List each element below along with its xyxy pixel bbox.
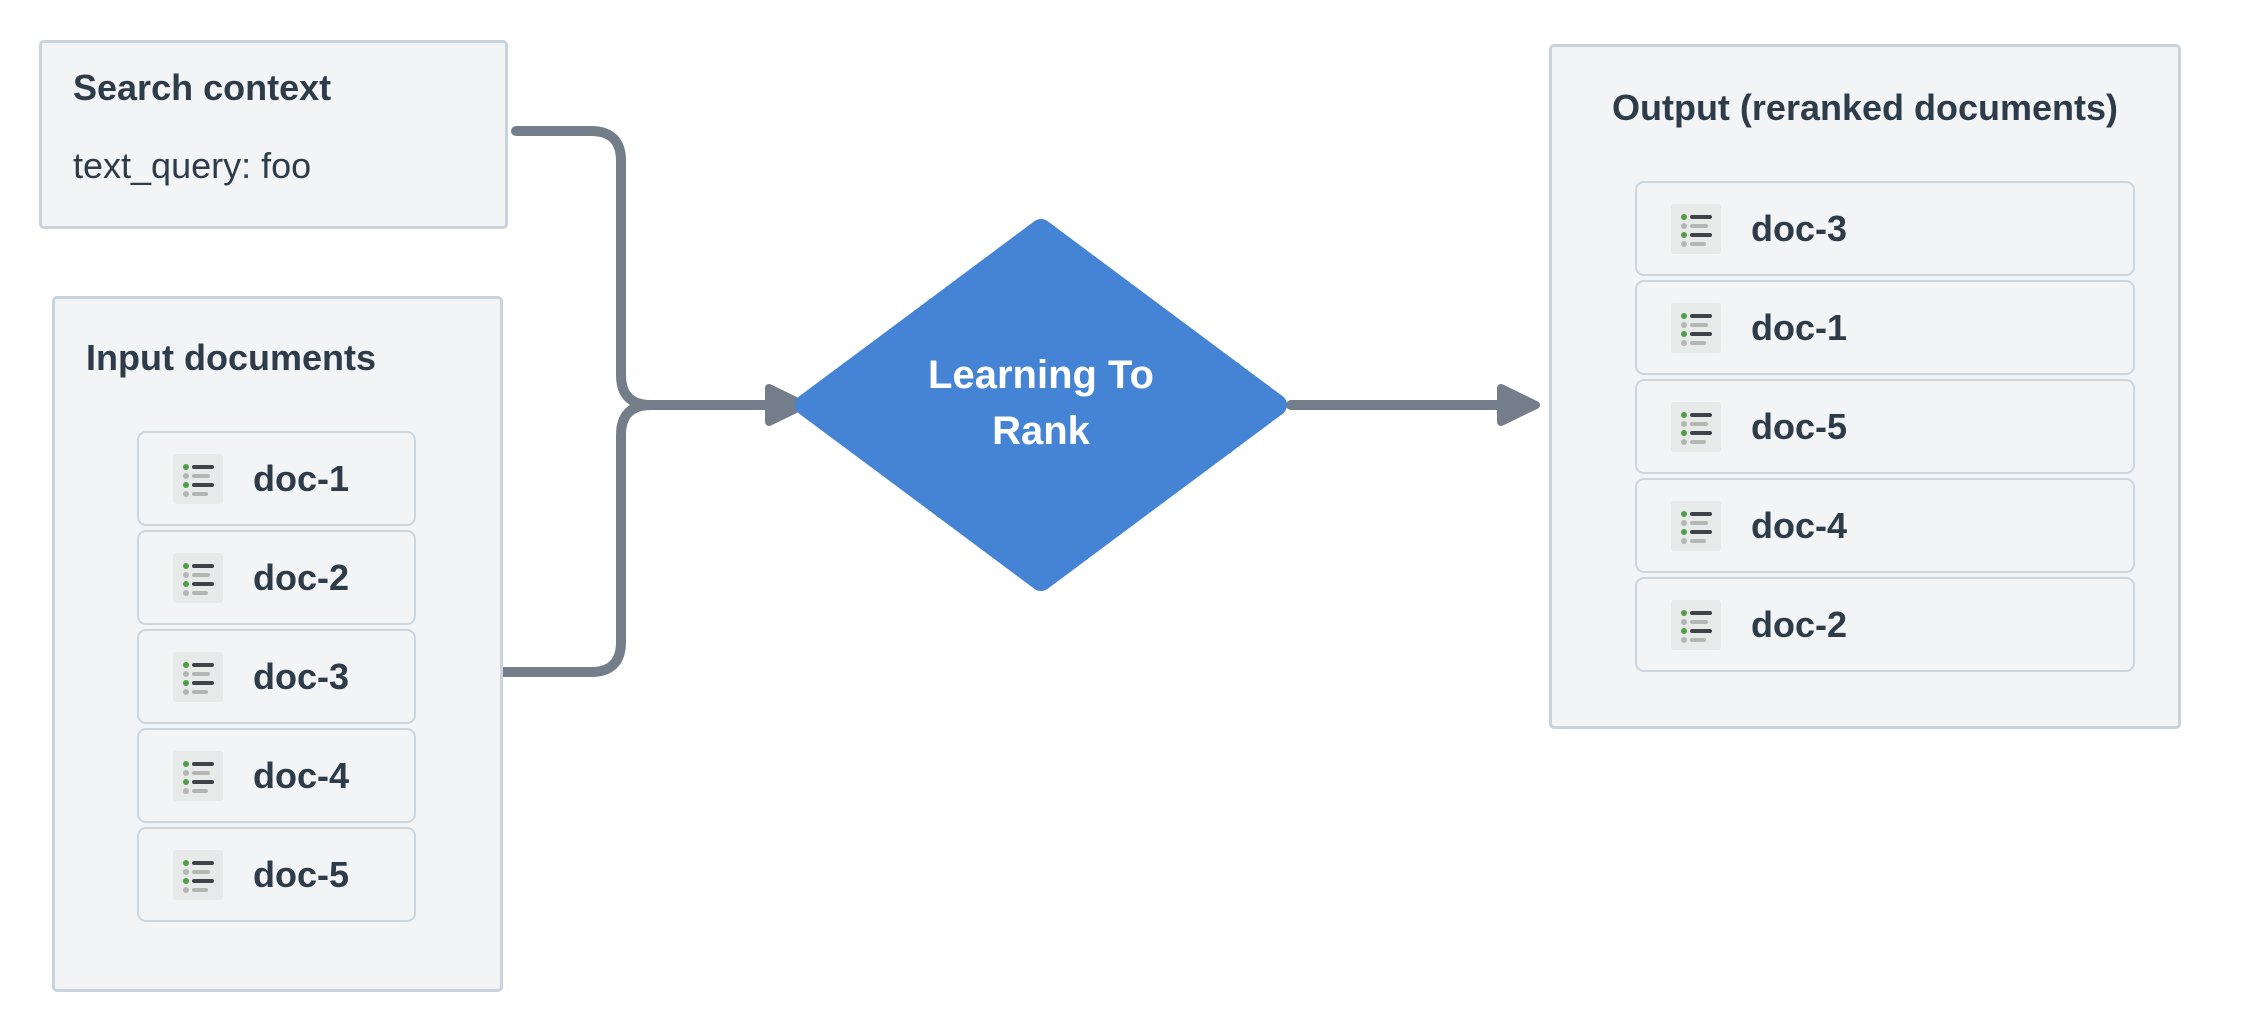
ltr-label-line1: Learning To bbox=[928, 353, 1154, 397]
doc-item: doc-5 bbox=[137, 827, 416, 922]
bulleted-list-icon bbox=[1671, 203, 1721, 254]
bulleted-list-icon bbox=[173, 849, 223, 900]
bulleted-list-icon bbox=[1671, 599, 1721, 650]
bulleted-list-icon bbox=[173, 552, 223, 603]
doc-label: doc-4 bbox=[1751, 504, 1848, 546]
search-context-title: Search context bbox=[73, 67, 332, 108]
output-arrowhead-icon bbox=[1497, 384, 1540, 426]
input-documents-title: Input documents bbox=[86, 337, 376, 378]
output-documents-list: doc-3 bbox=[1635, 181, 2135, 672]
output-documents-node: Output (reranked documents) bbox=[1549, 44, 2181, 729]
merge-arrowhead-icon bbox=[765, 384, 808, 426]
ltr-diamond-shape bbox=[795, 219, 1287, 591]
ltr-label-line2: Rank bbox=[992, 409, 1090, 453]
doc-label: doc-5 bbox=[253, 853, 350, 895]
bulleted-list-icon bbox=[173, 750, 223, 801]
input-documents-connector-path bbox=[499, 400, 656, 677]
bulleted-list-icon bbox=[1671, 500, 1721, 551]
doc-item: doc-3 bbox=[1635, 181, 2135, 276]
doc-item: doc-2 bbox=[137, 530, 416, 625]
output-documents-title: Output (reranked documents) bbox=[1611, 87, 2119, 128]
search-context-connector-path bbox=[511, 126, 656, 410]
doc-item: doc-1 bbox=[137, 431, 416, 526]
bulleted-list-icon bbox=[173, 651, 223, 702]
search-context-query: text_query: foo bbox=[73, 145, 312, 186]
bulleted-list-icon bbox=[1671, 401, 1721, 452]
doc-label: doc-2 bbox=[1751, 603, 1848, 645]
doc-item: doc-5 bbox=[1635, 379, 2135, 474]
bulleted-list-icon bbox=[173, 453, 223, 504]
doc-label: doc-2 bbox=[253, 556, 350, 598]
search-context-node: Search context text_query: foo bbox=[39, 40, 508, 229]
doc-label: doc-3 bbox=[1751, 207, 1848, 249]
doc-label: doc-1 bbox=[253, 457, 350, 499]
doc-item: doc-1 bbox=[1635, 280, 2135, 375]
ltr-node-label: Learning To Rank bbox=[861, 347, 1221, 459]
bulleted-list-icon bbox=[1671, 302, 1721, 353]
doc-label: doc-3 bbox=[253, 655, 350, 697]
input-documents-list: doc-1 bbox=[137, 431, 416, 922]
doc-item: doc-3 bbox=[137, 629, 416, 724]
doc-item: doc-2 bbox=[1635, 577, 2135, 672]
input-documents-node: Input documents bbox=[52, 296, 503, 992]
doc-label: doc-4 bbox=[253, 754, 350, 796]
doc-item: doc-4 bbox=[1635, 478, 2135, 573]
doc-item: doc-4 bbox=[137, 728, 416, 823]
doc-label: doc-5 bbox=[1751, 405, 1848, 447]
doc-label: doc-1 bbox=[1751, 306, 1848, 348]
